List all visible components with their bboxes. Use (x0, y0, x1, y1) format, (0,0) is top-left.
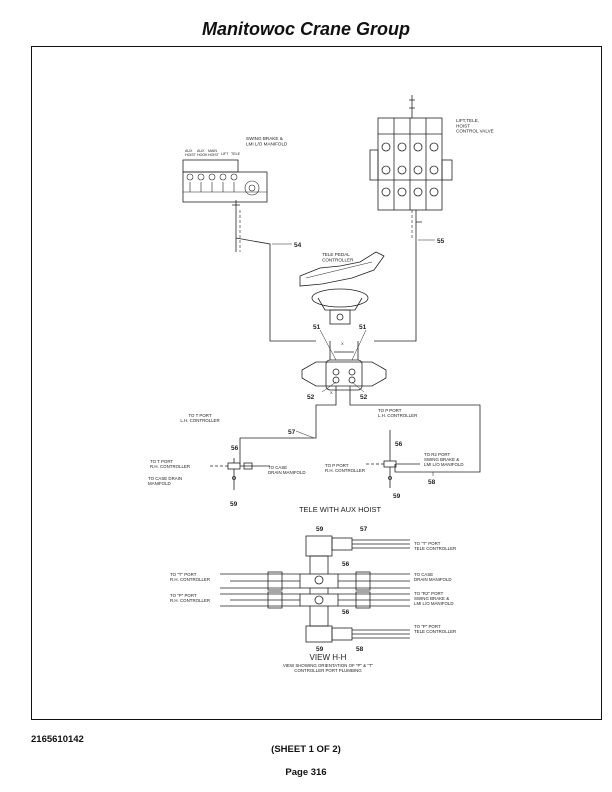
callout-58: 58 (428, 479, 436, 486)
hose-55 (374, 210, 422, 342)
svg-text:X: X (330, 390, 333, 395)
left-tee-fitting (210, 458, 270, 490)
right-tee-fitting (366, 430, 420, 488)
hose-57 (239, 386, 337, 464)
swing-brake-manifold-label: SWING BRAKE &LMI L/O MANIFOLD (246, 136, 288, 146)
view-hh-caption: VIEW SHOWING ORIENTATION OF "P" & "T"CON… (283, 663, 374, 673)
hose-54 (232, 200, 316, 342)
sheet-label: (SHEET 1 OF 2) (271, 744, 341, 755)
callout-55: 55 (437, 238, 445, 245)
view-hh-plumbing (220, 535, 410, 643)
tele-aux-caption: TELE WITH AUX HOIST (299, 505, 382, 514)
view-callout-56-bottom: 56 (342, 609, 350, 616)
swing-brake-manifold (182, 159, 268, 203)
drawing-frame (31, 46, 602, 720)
callout-52-left: 52 (307, 394, 315, 401)
view-callout-57: 57 (360, 526, 368, 533)
callout-59-left: 59 (230, 501, 238, 508)
callout-52-right: 52 (360, 394, 368, 401)
tele-pedal-controller (299, 251, 385, 325)
callout-59-right: 59 (393, 493, 401, 500)
callout-56-left: 56 (231, 445, 239, 452)
page-number: Page 316 (285, 767, 327, 778)
document-number: 2165610142 (31, 734, 84, 745)
view-hh-title: VIEW H-H (310, 653, 347, 662)
callout-57: 57 (288, 429, 296, 436)
svg-text:LIFT: LIFT (221, 152, 229, 156)
pedal-connector (301, 341, 387, 391)
view-callout-58: 58 (356, 646, 364, 653)
callout-51-left: 51 (313, 324, 321, 331)
svg-text:X: X (341, 341, 344, 346)
header-title: Manitowoc Crane Group (201, 19, 410, 39)
view-callout-56-top: 56 (342, 561, 350, 568)
view-callout-59-bottom: 59 (316, 646, 324, 653)
control-valve (369, 95, 453, 211)
view-callout-59-top: 59 (316, 526, 324, 533)
hose-58 (349, 386, 481, 473)
callout-54: 54 (294, 242, 302, 249)
callout-51-right: 51 (359, 324, 367, 331)
svg-text:TELE: TELE (231, 152, 241, 156)
callout-56-right: 56 (395, 441, 403, 448)
